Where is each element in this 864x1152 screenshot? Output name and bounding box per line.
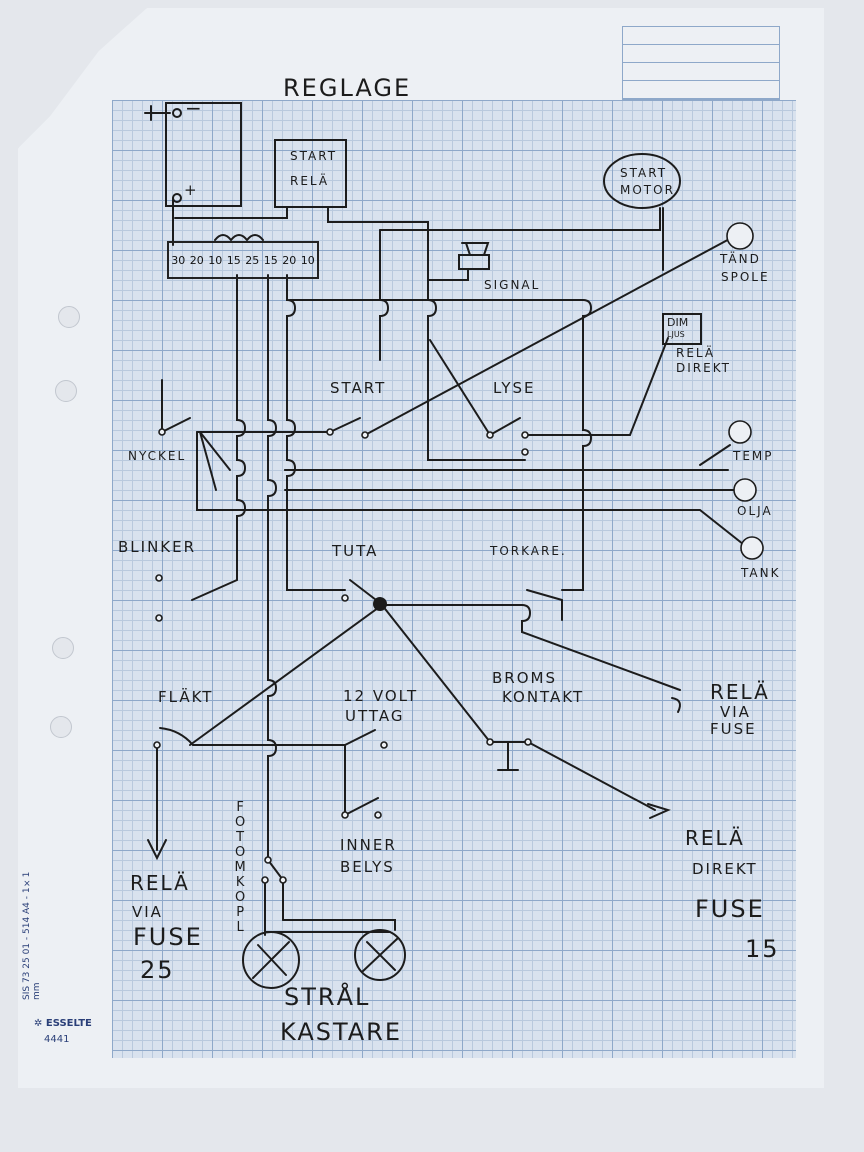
blinker-switch-label: BLINKER	[118, 538, 197, 556]
rela-direkt-fuse-rating: 15	[745, 935, 780, 963]
broms-kontakt-label: KONTAKT	[502, 688, 585, 706]
graph-grid	[112, 100, 796, 1058]
fuse-rating: 10	[208, 253, 223, 267]
paper-code: SIS 73 25 01 - 514 A4 - 1×1 mm	[22, 871, 42, 1000]
start-relay-box	[274, 139, 347, 208]
punch-hole	[55, 380, 77, 402]
battery-box	[165, 102, 242, 207]
inner-belys-label: BELYS	[340, 858, 395, 876]
nyckel-switch-label: NYCKEL	[128, 449, 187, 463]
rela-via-fuse-left: RELÄ	[130, 871, 190, 895]
paper-number: 4441	[44, 1034, 70, 1045]
diagram-title: REGLAGE	[283, 74, 412, 102]
fuse-rating: 15	[263, 253, 278, 267]
dim-ljus-box	[662, 313, 702, 345]
fuse-rating: 25	[245, 253, 260, 267]
rela-via-fuse-left: FUSE	[133, 923, 203, 951]
start-relay-label: RELÄ	[290, 174, 330, 188]
start-motor	[603, 153, 681, 209]
rela-via-fuse-left: VIA	[132, 903, 163, 921]
esselte-logo-icon: ✲	[34, 1018, 46, 1029]
torkare-switch-label: TORKARE.	[490, 544, 567, 558]
title-block	[622, 26, 780, 100]
gauge-label-tank: TANK	[741, 566, 781, 580]
tuta-switch-label: TUTA	[332, 542, 379, 560]
gauge-label-temp: TEMP	[733, 449, 774, 463]
punch-hole	[58, 306, 80, 328]
esselte-brand: ✲ ESSELTE	[34, 1018, 92, 1029]
start-relay-label: START	[290, 149, 338, 163]
ignition-coil-label: TÄND	[720, 252, 761, 266]
lyse-switch-label: LYSE	[493, 379, 536, 397]
rela-direkt-label: DIREKT	[692, 860, 758, 878]
stralkastare-label: STRÅL	[284, 983, 371, 1011]
rela-via-fuse-right: RELÄ	[710, 680, 770, 704]
signal-label: SIGNAL	[484, 278, 541, 292]
start-motor-label: START	[620, 166, 668, 180]
stralkastare-label: KASTARE	[280, 1018, 403, 1046]
dim-ljus-label: DIM	[667, 316, 689, 329]
rela-via-fuse-right: FUSE	[710, 720, 757, 738]
fuse-rating: 10	[300, 253, 315, 267]
uttag-label: UTTAG	[345, 707, 405, 725]
dim-relay-note: DIREKT	[676, 361, 731, 375]
inner-belys-label: INNER	[340, 836, 397, 854]
rela-via-fuse-rating: 25	[140, 956, 175, 984]
fuse-rating: 30	[171, 253, 186, 267]
fuse-box: 30 20 10 15 25 15 20 10	[167, 241, 319, 279]
start-motor-label: MOTOR	[620, 183, 675, 197]
punch-hole	[50, 716, 72, 738]
rela-direkt-fuse-label: FUSE	[695, 895, 765, 923]
punch-hole	[52, 637, 74, 659]
ignition-coil-label: SPOLE	[721, 270, 770, 284]
flakt-switch-label: FLÄKT	[158, 688, 214, 706]
dim-relay-note: RELÄ	[676, 346, 716, 360]
battery-plus-label: +	[184, 181, 199, 199]
uttag-label: 12 VOLT	[343, 687, 419, 705]
battery-minus-label: −	[185, 96, 204, 120]
start-switch-label: START	[330, 379, 387, 397]
fotomkopl-label: FOTOMKOPL	[232, 800, 248, 935]
gauge-label-olja: OLJA	[737, 504, 773, 518]
brand-text: ESSELTE	[45, 1018, 92, 1029]
dim-ljus-label: LJUS	[667, 330, 685, 339]
fuse-rating: 15	[226, 253, 241, 267]
fuse-rating: 20	[282, 253, 297, 267]
rela-via-fuse-right: VIA	[720, 703, 751, 721]
broms-kontakt-label: BROMS	[492, 669, 557, 687]
rela-direkt-label: RELÄ	[685, 826, 745, 850]
fuse-rating: 20	[189, 253, 204, 267]
